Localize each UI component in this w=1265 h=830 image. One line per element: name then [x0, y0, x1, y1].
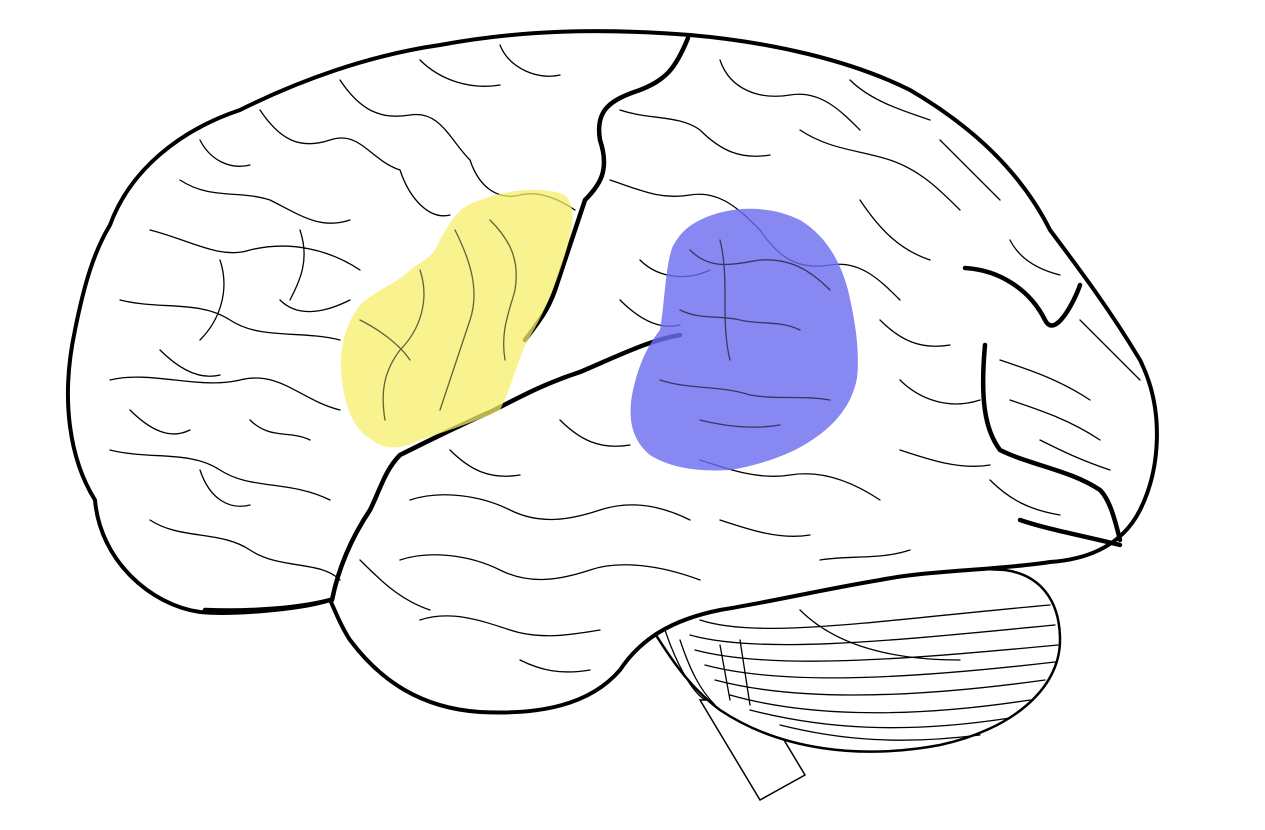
central-sulcus [522, 35, 691, 343]
occipital-sulcus [980, 342, 1123, 543]
frontal-base-line [202, 597, 333, 613]
blue-region-gyri [659, 239, 831, 428]
yellow-region [340, 189, 573, 448]
temporal-lobe-gyri [359, 419, 991, 673]
parieto-occipital-sulcus [962, 265, 1083, 328]
frontal-lobe-gyri [109, 44, 576, 581]
blue-region [630, 208, 858, 471]
inferior-sulcus [1017, 517, 1123, 548]
cerebrum-outline [66, 29, 1159, 715]
occipital-lobe-gyri [989, 319, 1141, 516]
cerebellum-folia [664, 604, 1059, 741]
yellow-region-gyri [359, 219, 517, 421]
